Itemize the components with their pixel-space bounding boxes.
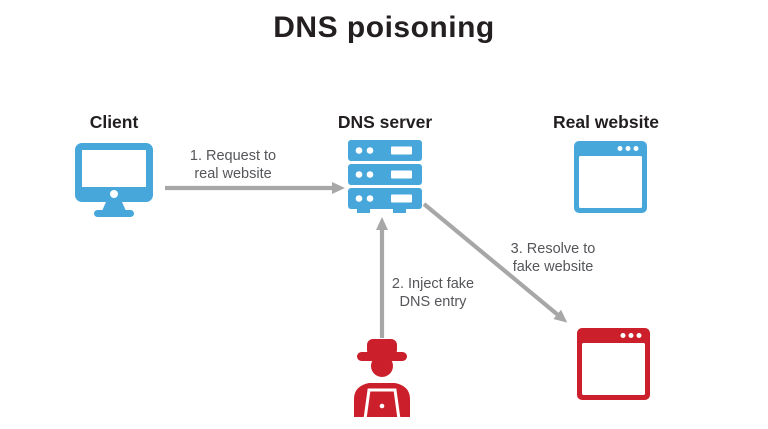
dns-server-label: DNS server bbox=[337, 112, 433, 132]
fake-website-browser-window-icon bbox=[577, 328, 650, 400]
real-website-label: Real website bbox=[552, 112, 660, 132]
client-label: Client bbox=[89, 112, 139, 132]
step-1-line-2: real website bbox=[194, 166, 272, 182]
step-2-line-2: DNS entry bbox=[399, 294, 467, 310]
step-3-line-1: 3. Resolve to bbox=[510, 241, 596, 257]
arrow-dns-to-fake-website bbox=[422, 202, 568, 323]
desktop-computer-icon bbox=[75, 143, 153, 217]
diagram-title: DNS poisoning bbox=[273, 11, 495, 44]
server-rack-icon bbox=[348, 140, 422, 213]
step-3-line-2: fake website bbox=[512, 259, 594, 275]
hacker-icon bbox=[354, 339, 410, 417]
step-2-annotation: 2. Inject fake DNS entry bbox=[375, 275, 491, 311]
step-2-line-1: 2. Inject fake bbox=[391, 276, 475, 292]
step-1-annotation: 1. Request to real website bbox=[175, 147, 291, 183]
step-1-line-1: 1. Request to bbox=[189, 148, 277, 164]
step-3-annotation: 3. Resolve to fake website bbox=[495, 240, 611, 276]
real-website-browser-window-icon bbox=[574, 141, 647, 213]
